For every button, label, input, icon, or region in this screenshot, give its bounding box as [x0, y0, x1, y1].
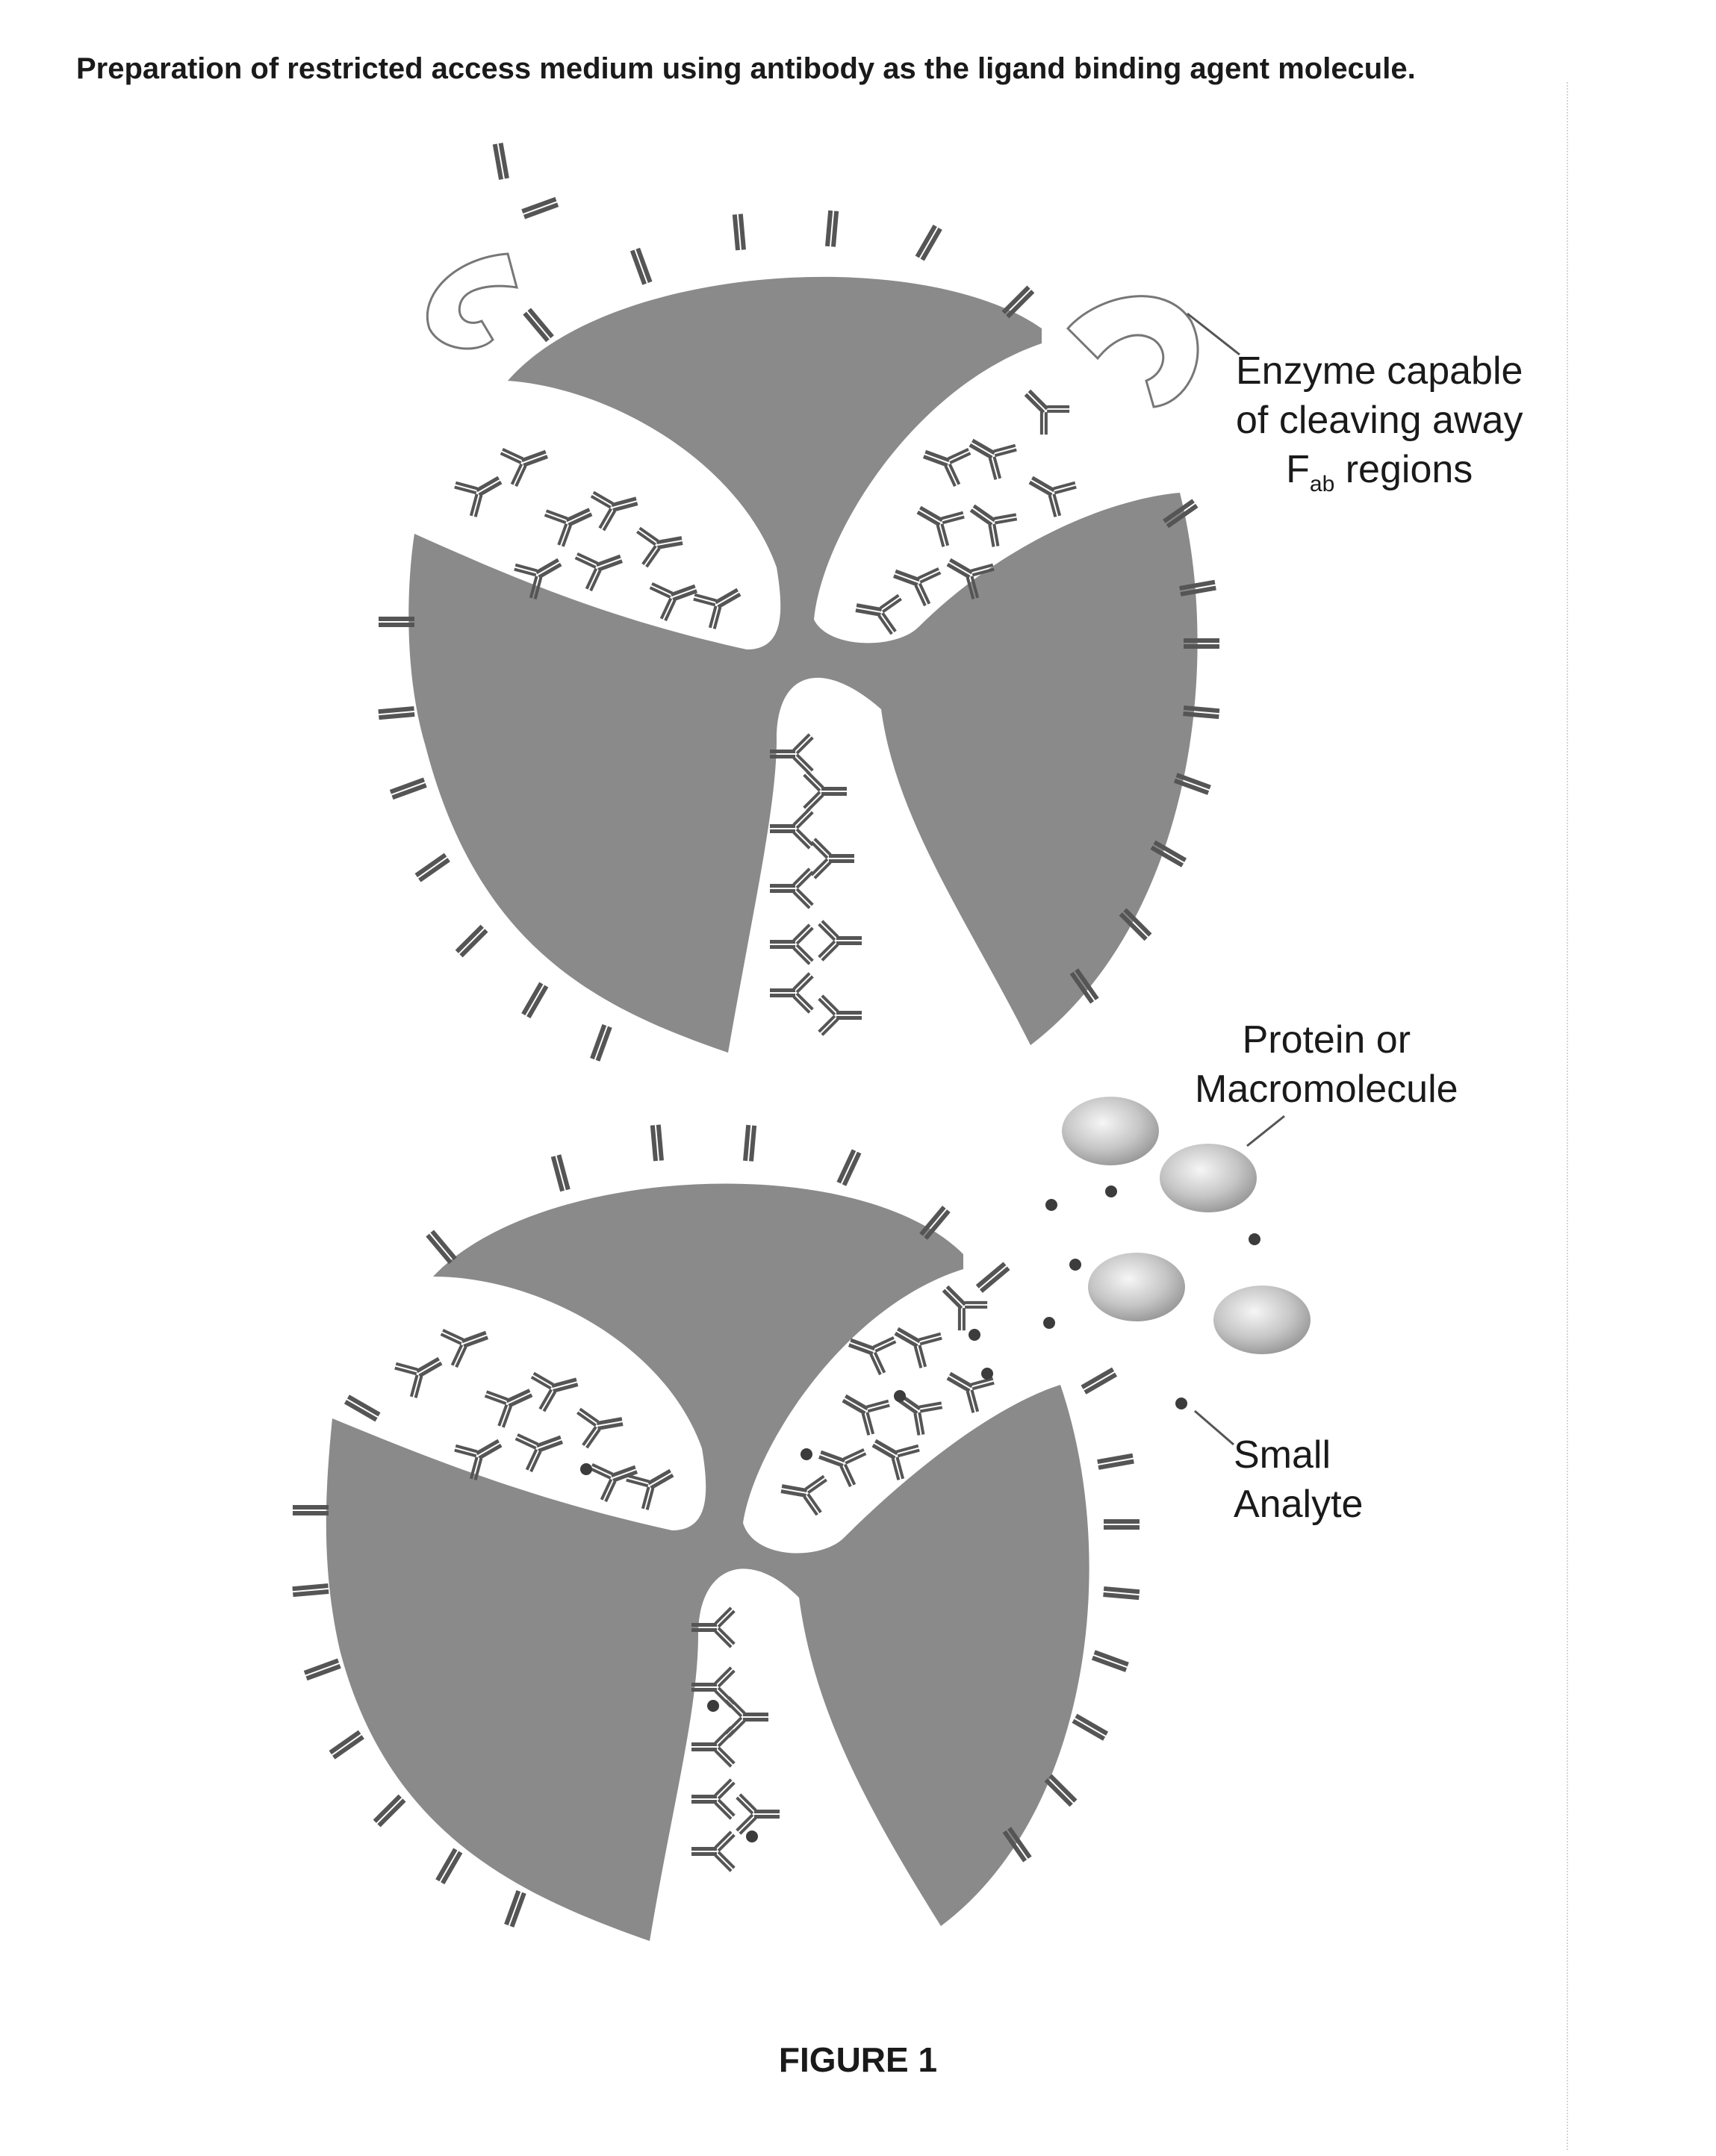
fab-letter: F	[1286, 448, 1310, 491]
enzyme-icon-right	[1066, 295, 1199, 408]
analyte-dot	[746, 1831, 758, 1842]
analyte-dot	[580, 1463, 592, 1475]
protein-icon	[1160, 1144, 1257, 1212]
cleaved-fab-fragments	[492, 143, 559, 219]
enzyme-leader	[1187, 312, 1240, 356]
protein-icon	[1088, 1253, 1185, 1321]
enzyme-icon-left	[426, 252, 519, 350]
top-bead-body	[408, 276, 1198, 1053]
analyte-leader	[1194, 1409, 1234, 1446]
protein-icon	[1062, 1097, 1159, 1165]
small-analytes	[580, 1186, 1260, 1842]
analyte-label-line-2: Analyte	[1234, 1483, 1364, 1526]
analyte-dot	[969, 1329, 980, 1341]
enzyme-label-line-2: of cleaving away	[1236, 399, 1523, 442]
analyte-dot	[1069, 1259, 1081, 1271]
analyte-label-line-1: Small	[1234, 1433, 1331, 1477]
bottom-bead	[326, 1183, 1089, 1941]
analyte-dot	[1249, 1233, 1260, 1245]
fab-subscript: ab	[1309, 472, 1335, 496]
analyte-dot	[1045, 1199, 1057, 1211]
analyte-dot	[1043, 1317, 1055, 1329]
analyte-dot	[894, 1390, 906, 1402]
figure-caption: FIGURE 1	[778, 2040, 938, 2079]
analyte-dot	[1175, 1398, 1187, 1409]
protein-label-line-1: Protein or	[1242, 1018, 1411, 1062]
enzyme-label: Enzyme capable of cleaving away Fab regi…	[1236, 346, 1523, 500]
protein-leader	[1246, 1115, 1285, 1147]
enzyme-label-line-3: Fab regions	[1236, 445, 1523, 500]
analyte-label: Small Analyte	[1234, 1430, 1363, 1529]
bottom-bead-body	[326, 1183, 1089, 1941]
analyte-dot	[1105, 1186, 1117, 1197]
protein-label: Protein or Macromolecule	[1195, 1015, 1458, 1114]
analyte-dot	[707, 1700, 719, 1712]
protein-macromolecules	[1062, 1097, 1311, 1354]
protein-label-line-2: Macromolecule	[1195, 1068, 1458, 1111]
top-bead	[408, 276, 1198, 1053]
enzyme-label-line-1: Enzyme capable	[1236, 349, 1523, 393]
analyte-dot	[981, 1368, 993, 1380]
page-edge-rule	[1567, 82, 1568, 2150]
analyte-dot	[801, 1448, 812, 1460]
fab-regions-text: regions	[1334, 448, 1473, 491]
figure-title: Preparation of restricted access medium …	[76, 52, 1416, 85]
protein-icon	[1213, 1286, 1311, 1354]
